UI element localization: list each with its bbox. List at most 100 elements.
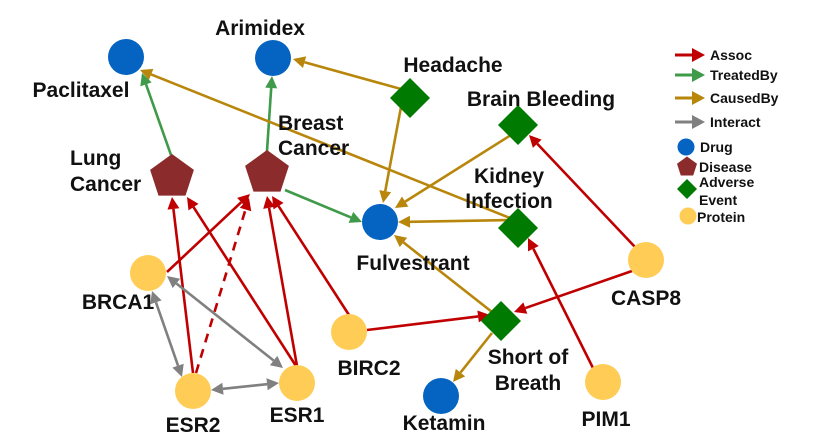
edge-brca1-interact-esr1 [167,276,283,368]
disease-pentagon-icon [245,150,289,192]
edge-esr1-assoc-lung-cancer [187,197,298,367]
legend-label-causedby: CausedBy [710,90,779,106]
edge-line [409,218,511,224]
adverse-event-diamond-icon [481,301,521,341]
node-label-brca1: BRCA1 [82,291,155,314]
arrowhead-icon [239,198,252,212]
node-fulvestrant [362,204,398,240]
node-label-line: Infection [465,190,553,213]
node-label-line: PIM1 [581,408,630,431]
protein-circle-icon [585,364,621,400]
drug-circle-icon [255,40,291,76]
node-label-paclitaxel: Paclitaxel [33,79,130,102]
adverse-event-diamond-icon [498,105,538,145]
arrowhead-icon [266,378,279,391]
arrowhead-icon [395,196,409,208]
legend-label-treatedby: TreatedBy [710,67,778,83]
node-label-line: Headache [403,54,502,77]
legend-item-treatedby: TreatedBy [675,67,778,83]
node-label-arimidex: Arimidex [215,17,305,40]
arrowhead-icon [269,355,283,368]
arrowhead-icon [265,76,278,89]
node-label-esr1: ESR1 [270,404,325,427]
arrowhead-icon [140,68,154,81]
arrowhead-icon [187,197,199,211]
arrowhead-icon [528,238,539,252]
node-label-line: Breath [495,372,562,395]
arrowhead-icon [150,291,162,305]
node-paclitaxel [108,39,144,75]
node-label-line: Lung [70,147,121,170]
protein-circle-icon [279,365,315,401]
edge-lung-cancer-treatedby-paclitaxel [140,73,173,156]
edge-brca1-interact-esr2 [150,291,184,377]
node-brca1 [130,255,166,291]
protein-circle-icon [175,373,211,409]
node-label-line: Ketamin [403,412,486,435]
node-label-fulvestrant: Fulvestrant [356,252,469,275]
adverse-event-diamond-icon [390,78,430,118]
legend-label-disease: Disease [699,159,752,175]
legend: Assoc TreatedBy CausedBy Interact Drug D… [675,47,779,225]
arrowhead-icon [167,276,181,289]
node-arimidex [255,40,291,76]
legend-item-interact: Interact [675,114,761,130]
edge-line [304,60,402,91]
edge-esr2-interact-esr1 [211,378,279,395]
node-label-line: BIRC2 [337,357,400,380]
drug-circle-icon [362,204,398,240]
edge-line [366,315,479,332]
node-esr1 [279,365,315,401]
legend-label-adverse: Adverse [699,174,754,190]
edge-casp8-assoc-brain-bleeding [529,135,636,248]
arrowhead-icon [172,363,184,377]
arrowhead-icon [237,194,250,207]
arrowhead-icon [394,235,408,248]
legend-item-causedby: CausedBy [675,90,779,106]
edge-line [265,87,273,152]
edges-layer [140,56,636,395]
node-label-line: CASP8 [611,287,681,310]
edge-line [284,188,352,219]
arrowhead-icon [477,310,490,323]
node-label-esr2: ESR2 [166,414,221,437]
nodes-layer [108,39,664,414]
edge-line [383,106,403,192]
protein-circle-icon [628,242,664,278]
edge-esr2-assoc-breast-cancer [194,198,252,374]
disease-pentagon-icon [150,154,194,196]
arrowhead-icon [293,56,307,68]
edge-line [150,73,511,220]
node-label-line: BRCA1 [82,291,155,314]
edge-esr1-assoc-breast-cancer [263,196,299,367]
assoc-arrow-icon [675,48,705,62]
node-label-line: Paclitaxel [33,79,130,102]
edge-short-of-breath-causedby-ketamin [453,332,494,382]
node-label-line: Kidney [474,165,544,188]
legend-arrowhead-icon [692,48,705,62]
arrowhead-icon [453,368,466,382]
node-birc2 [331,314,367,350]
node-label-ketamin: Ketamin [403,412,486,435]
node-label-brain-bleeding: Brain Bleeding [467,88,615,111]
node-ketamin [423,378,459,414]
legend-label-event: Event [699,192,737,208]
node-label-headache: Headache [403,54,502,77]
node-short-of-breath [481,301,521,341]
edge-line [532,248,595,369]
node-headache [390,78,430,118]
edge-brain-bleeding-causedby-fulvestrant [395,133,512,208]
edge-line [172,208,195,374]
node-label-line: Cancer [278,137,349,160]
arrowhead-icon [398,215,411,228]
legend-item-assoc: Assoc [675,47,752,63]
edge-birc2-assoc-breast-cancer [272,196,351,316]
treatedby-arrow-icon [675,68,705,82]
drug-circle-icon [677,138,695,156]
node-label-line: Brain Bleeding [467,88,615,111]
arrowhead-icon [263,196,275,209]
edge-line [194,209,247,374]
arrowhead-icon [272,196,284,210]
